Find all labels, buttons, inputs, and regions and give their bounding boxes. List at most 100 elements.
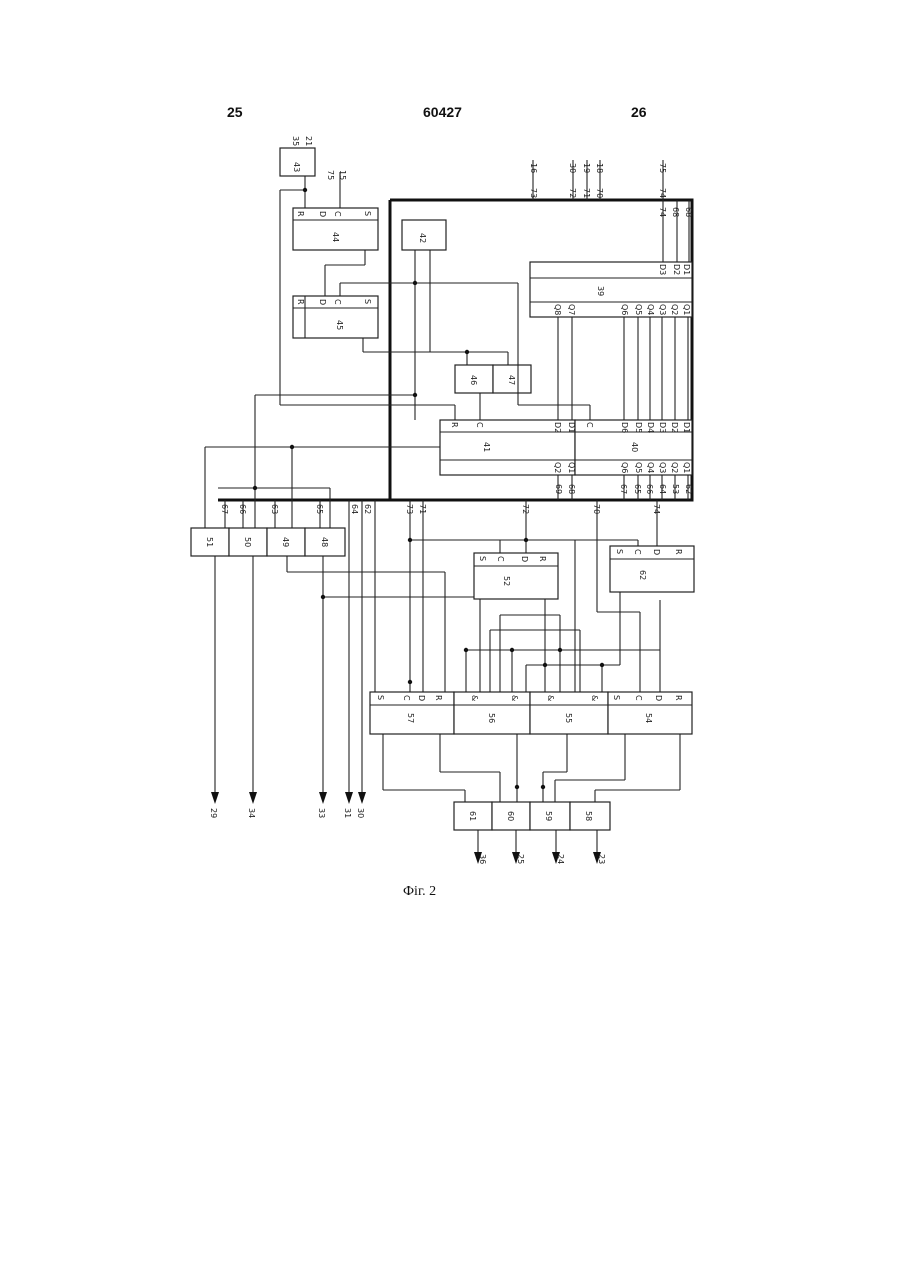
pin-62-D: D	[652, 549, 661, 555]
sig-top-18: 18	[595, 163, 604, 173]
pin-52-D: D	[520, 556, 529, 562]
pin-45-R: R	[296, 299, 305, 305]
sig-top-19: 19	[582, 163, 591, 173]
sig-low-66: 66	[238, 504, 247, 514]
out-31: 31	[343, 808, 352, 818]
label-51: 51	[205, 537, 214, 547]
pin-40-Q4: Q4	[646, 462, 655, 473]
pin-40-Q2: Q2	[670, 462, 679, 473]
sig-bus-68: 68	[671, 207, 680, 217]
pin-44-R: R	[296, 211, 305, 217]
out-36: 36	[478, 854, 487, 864]
sig-43-35: 35	[291, 136, 300, 146]
pin-40-D4: D4	[646, 422, 655, 433]
pin-41-D1: D1	[567, 422, 576, 433]
pin-39-Q4: Q4	[646, 304, 655, 315]
sig-low-70: 70	[592, 504, 601, 514]
label-55: 55	[564, 713, 573, 723]
label-41: 41	[482, 442, 491, 452]
pin-54-S: S	[612, 695, 621, 700]
out-33: 33	[317, 808, 326, 818]
sig-bus-64: 64	[658, 484, 667, 494]
pin-52-R: R	[538, 556, 547, 562]
pin-45-C: C	[333, 299, 342, 305]
pin-45-S: S	[363, 299, 372, 304]
sig-44-15: 15	[338, 170, 347, 180]
pin-54-D: D	[654, 695, 663, 701]
sig-low-74: 74	[652, 504, 661, 514]
sig-low-73: 73	[405, 504, 414, 514]
label-43: 43	[292, 162, 301, 172]
label-50: 50	[243, 537, 252, 547]
pin-41-Q1: Q1	[567, 462, 576, 473]
label-56: 56	[487, 713, 496, 723]
label-39: 39	[596, 286, 605, 296]
pin-39-D2: D2	[672, 264, 681, 275]
pin-52-S: S	[478, 556, 487, 561]
pin-52-C: C	[496, 556, 505, 562]
sig-bus-67: 67	[619, 484, 628, 494]
pin-57-R: R	[434, 695, 443, 701]
sig-bus-53: 53	[671, 484, 680, 494]
label-40: 40	[630, 442, 639, 452]
pin-39-Q1: Q1	[682, 304, 691, 315]
label-62: 62	[638, 570, 647, 580]
sig-top-70: 70	[595, 188, 604, 198]
pin-40-D1: D1	[682, 422, 691, 433]
pin-55-and-2: &	[590, 695, 599, 701]
sig-low-71: 71	[418, 504, 427, 514]
sig-top-71: 71	[582, 188, 591, 198]
sig-low-63: 63	[270, 504, 279, 514]
pin-39-Q5: Q5	[634, 304, 643, 315]
pin-41-D2: D2	[553, 422, 562, 433]
pin-62-C: C	[633, 549, 642, 555]
sig-top-68: 68	[684, 207, 693, 217]
sig-top-72: 72	[568, 188, 577, 198]
pin-39-Q3: Q3	[658, 304, 667, 315]
pin-40-D2: D2	[670, 422, 679, 433]
pin-44-D: D	[318, 211, 327, 217]
pin-39-Q6: Q6	[620, 304, 629, 315]
sig-low-65: 65	[315, 504, 324, 514]
pin-40-D5: D5	[634, 422, 643, 433]
pin-54-C: C	[634, 695, 643, 701]
label-44: 44	[331, 232, 340, 242]
label-49: 49	[281, 537, 290, 547]
pin-40-C: C	[585, 422, 594, 428]
sig-low-67: 67	[220, 504, 229, 514]
label-52: 52	[502, 576, 511, 586]
sig-bus-66: 66	[645, 484, 654, 494]
pin-40-D3: D3	[658, 422, 667, 433]
pin-41-Q2: Q2	[553, 462, 562, 473]
pin-40-Q1: Q1	[682, 462, 691, 473]
pin-56-and-1: &	[470, 695, 479, 701]
pin-56-and-2: &	[510, 695, 519, 701]
label-54: 54	[644, 713, 653, 723]
sig-bus-65: 65	[633, 484, 642, 494]
pin-62-R: R	[674, 549, 683, 555]
pin-41-C: C	[475, 422, 484, 428]
pin-62-S: S	[615, 549, 624, 554]
pin-40-Q3: Q3	[658, 462, 667, 473]
label-57: 57	[406, 713, 415, 723]
out-30: 30	[356, 808, 365, 818]
pin-44-C: C	[333, 211, 342, 217]
label-58: 58	[584, 811, 593, 821]
sig-top-16: 16	[529, 163, 538, 173]
sig-bus-68b: 68	[567, 484, 576, 494]
out-24: 24	[556, 854, 565, 864]
label-47: 47	[507, 375, 516, 385]
out-23: 23	[597, 854, 606, 864]
label-60: 60	[506, 811, 515, 821]
sig-43-21: 21	[304, 136, 313, 146]
pin-39-Q2: Q2	[670, 304, 679, 315]
sig-bus-62: 62	[684, 484, 693, 494]
sig-top-73: 73	[529, 188, 538, 198]
pin-41-R: R	[450, 422, 459, 428]
pin-39-D1: D1	[682, 264, 691, 275]
label-61: 61	[468, 811, 477, 821]
pin-57-C: C	[402, 695, 411, 701]
pin-57-D: D	[417, 695, 426, 701]
label-42: 42	[418, 233, 427, 243]
